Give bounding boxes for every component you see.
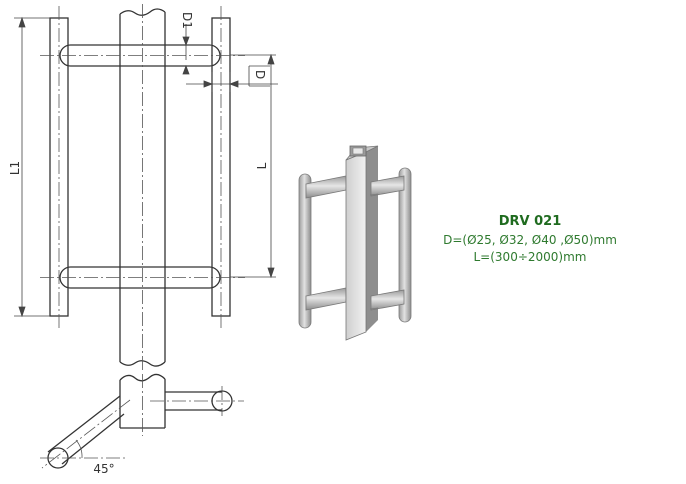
spec-block: DRV 021 D=(Ø25, Ø32, Ø40 ,Ø50)mm L=(300÷… <box>430 214 630 266</box>
dim-label-d: D <box>253 70 267 79</box>
render-post <box>345 151 367 341</box>
dim-label-l1: L1 <box>8 161 22 175</box>
centerlines <box>40 4 245 372</box>
product-3d-render <box>298 145 412 341</box>
diameter-options: D=(Ø25, Ø32, Ø40 ,Ø50)mm <box>443 233 617 247</box>
dimensions <box>14 16 278 318</box>
dim-label-d1: D1 <box>180 12 194 29</box>
dimension-labels: L1 L D1 D 45° <box>8 12 269 476</box>
dim-label-angle: 45° <box>93 462 114 476</box>
render-bar-right <box>398 167 412 323</box>
front-view <box>49 8 231 367</box>
plan-centerlines <box>40 374 244 469</box>
door-profile <box>119 8 166 367</box>
render-bar-left <box>298 173 312 329</box>
dim-label-l: L <box>255 162 269 169</box>
length-range: L=(300÷2000)mm <box>473 250 587 264</box>
plan-view <box>47 373 233 469</box>
product-code: DRV 021 <box>498 214 562 229</box>
